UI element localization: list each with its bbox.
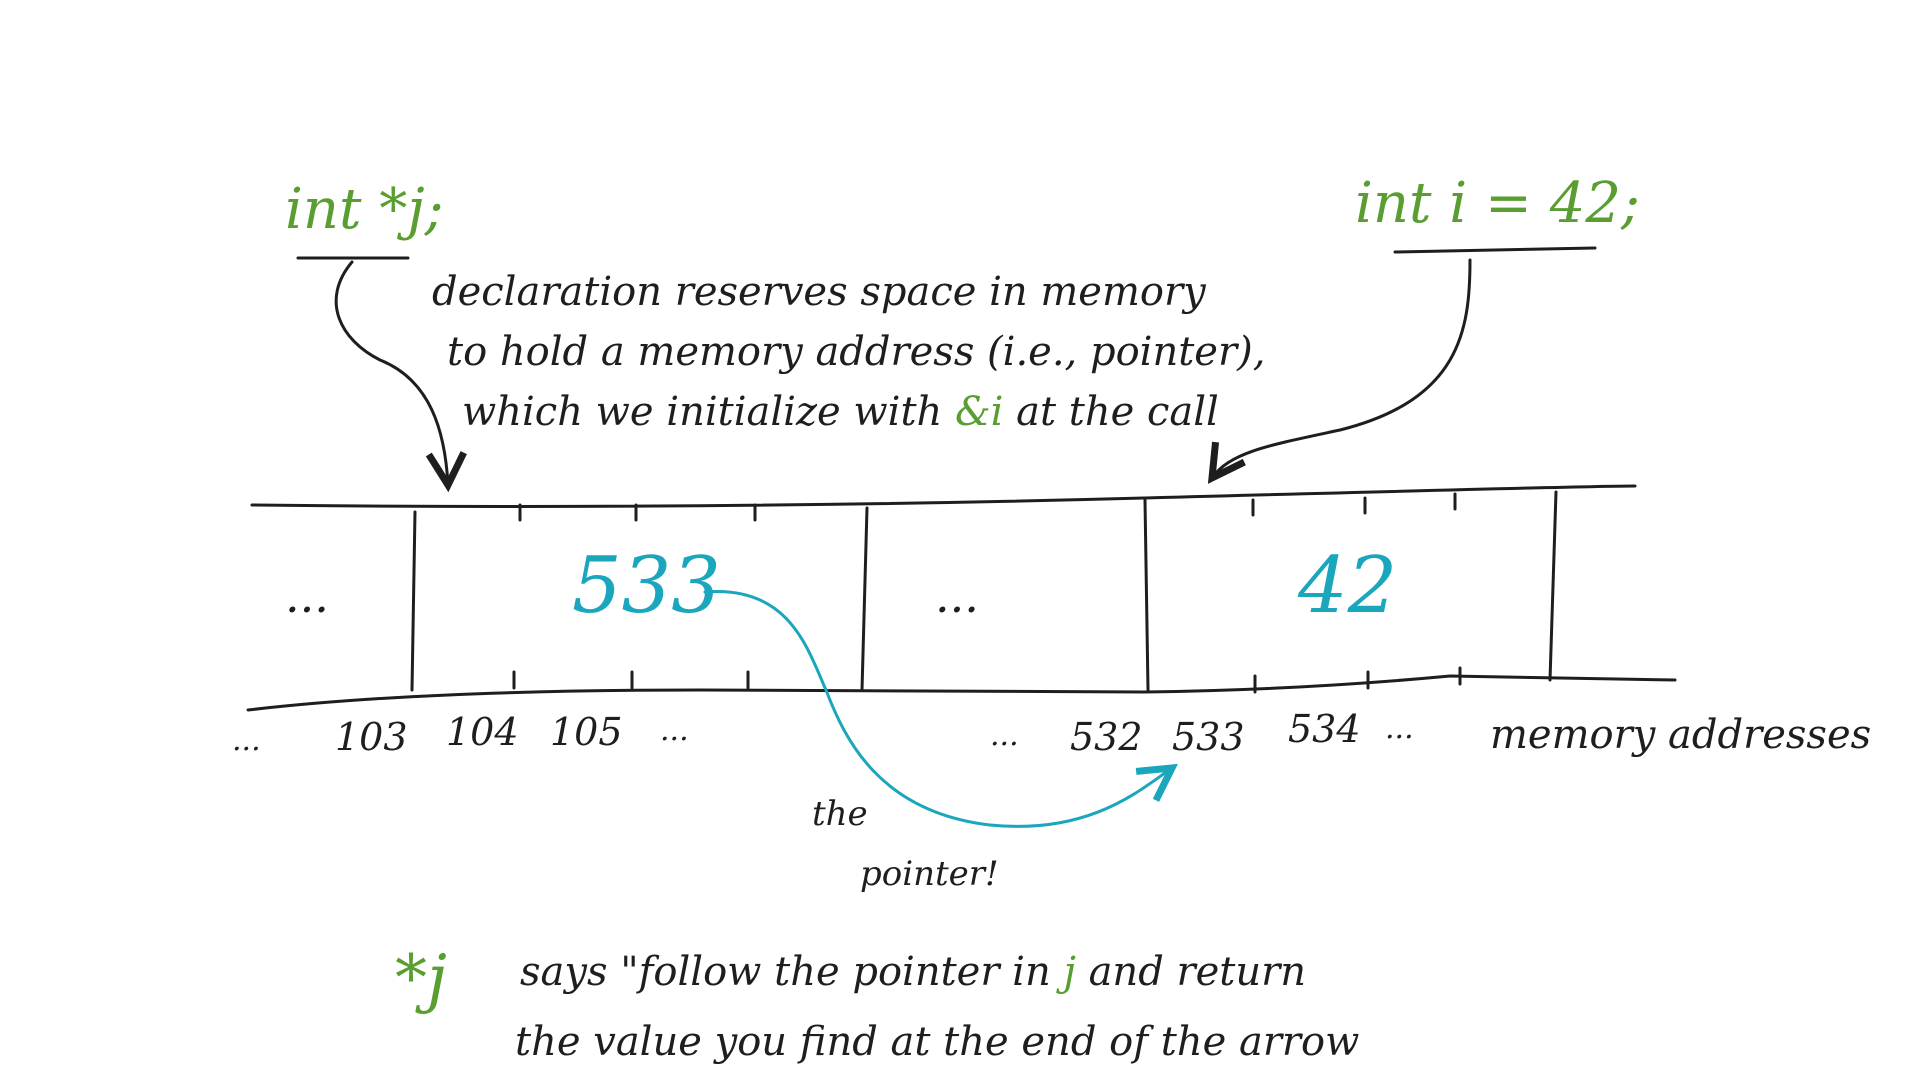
memory-addresses-label: memory addresses: [1490, 712, 1871, 758]
cell-content-3: ...: [935, 569, 979, 623]
note-line-3: which we initialize with &i at the call: [462, 389, 1219, 435]
address-104: 104: [446, 710, 519, 754]
pointer-decl-arrow: [334, 260, 448, 485]
cell-content-2: 533: [572, 541, 721, 631]
address-533: 533: [1172, 715, 1245, 759]
cell-divider-3: [1143, 498, 1150, 692]
address-labels-left: ... 103 104 105 ...: [232, 710, 689, 759]
int-decl-arrow: [1212, 258, 1472, 478]
address-105: 105: [550, 710, 623, 754]
note-line-1: declaration reserves space in memory: [432, 269, 1207, 315]
deref-line-1-prefix: says "follow the pointer in: [520, 949, 1051, 995]
int-declaration-underline: [1393, 246, 1597, 254]
note-line-3-code: &i: [955, 389, 1003, 435]
cell-divider-4: [1548, 490, 1558, 682]
address-ellipsis-left-2: ...: [660, 713, 689, 748]
address-103: 103: [335, 715, 408, 759]
note-line-3-prefix: which we initialize with: [462, 389, 942, 435]
cell-divider-2: [860, 506, 869, 692]
address-ellipsis-right-2: ...: [1385, 711, 1414, 746]
address-labels-right: ... 532 533 534 ... memory addresses: [990, 707, 1871, 759]
note-line-3-suffix: at the call: [1016, 389, 1219, 435]
memory-bottom-edge: [246, 674, 1677, 712]
address-ellipsis-right-1: ...: [990, 718, 1019, 753]
memory-top-edge: [250, 484, 1637, 508]
deref-line-1: says "follow the pointer in j and return: [520, 949, 1306, 995]
byte-ticks-top: [518, 492, 1457, 522]
address-534: 534: [1288, 707, 1361, 751]
pointer-label-line-1: the: [812, 794, 868, 834]
note-line-2: to hold a memory address (i.e., pointer)…: [447, 329, 1265, 375]
pointer-declaration: int *j;: [285, 177, 444, 242]
address-532: 532: [1070, 715, 1143, 759]
deref-line-1-code: j: [1055, 949, 1075, 995]
deref-line-1-suffix: and return: [1089, 949, 1306, 995]
pointer-arrow: [703, 590, 1172, 828]
pointer-label-line-2: pointer!: [860, 854, 999, 894]
deref-code: *j: [395, 942, 447, 1016]
address-ellipsis-left-1: ...: [232, 723, 261, 758]
cell-divider-1: [410, 510, 417, 692]
deref-line-2: the value you find at the end of the arr…: [515, 1019, 1359, 1065]
byte-ticks-bottom: [512, 666, 1462, 694]
cell-content-4: 42: [1297, 541, 1397, 631]
int-declaration: int i = 42;: [1355, 171, 1640, 236]
cell-content-1: ...: [285, 569, 329, 623]
